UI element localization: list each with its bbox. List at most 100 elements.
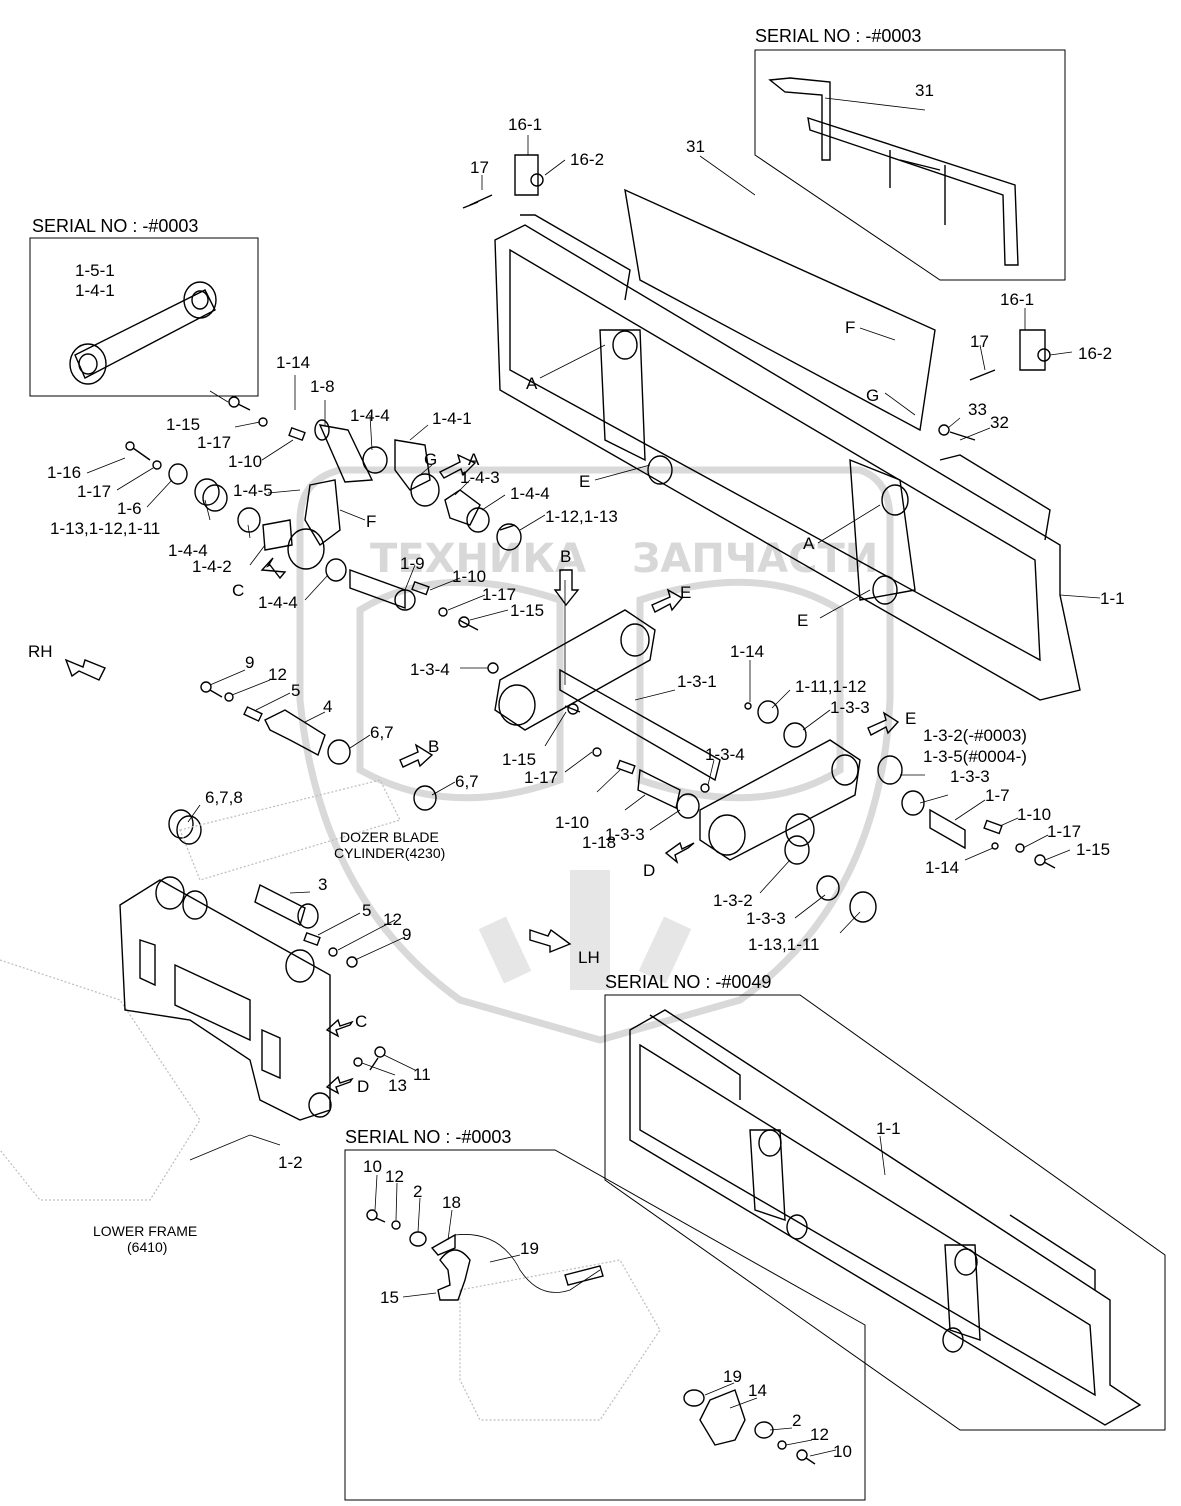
part-label: 15 bbox=[380, 1288, 399, 1307]
arrow-D-icon bbox=[664, 841, 695, 864]
part-label: 12 bbox=[810, 1425, 829, 1444]
part-label: 1-10 bbox=[452, 567, 486, 586]
part-label: E bbox=[680, 583, 691, 602]
part-label: 33 bbox=[968, 400, 987, 419]
arrow-E-icon bbox=[651, 588, 684, 613]
part-label: 2 bbox=[792, 1411, 801, 1430]
frame-caption-line1: LOWER FRAME bbox=[93, 1223, 197, 1239]
part-label: 1-4-4 bbox=[258, 593, 298, 612]
serial-box-title: SERIAL NO : -#0003 bbox=[755, 26, 921, 46]
part-label: 13 bbox=[388, 1076, 407, 1095]
part-label: 1-3-3 bbox=[605, 825, 645, 844]
part-label: 1-3-3 bbox=[950, 767, 990, 786]
part-label: 1-3-4 bbox=[705, 745, 745, 764]
part-label: 1-9 bbox=[400, 554, 425, 573]
lower-frame bbox=[0, 779, 661, 1421]
part-label: 1-10 bbox=[555, 813, 589, 832]
part-label: C bbox=[355, 1012, 367, 1031]
part-label: 1-17 bbox=[77, 482, 111, 501]
watermark-left: ТЕХНИКА bbox=[370, 536, 586, 582]
part-label: 1-18 bbox=[582, 833, 616, 852]
part-label: 19 bbox=[723, 1367, 742, 1386]
part-label: 1-1 bbox=[876, 1119, 901, 1138]
part-label: 1-10 bbox=[228, 452, 262, 471]
part-label: 16-1 bbox=[508, 115, 542, 134]
part-label: 16-1 bbox=[1000, 290, 1034, 309]
part-label: 17 bbox=[470, 158, 489, 177]
part-label: 1-15 bbox=[166, 415, 200, 434]
part-label: 12 bbox=[385, 1167, 404, 1186]
part-label: 1-3-2(-#0003) bbox=[923, 726, 1027, 745]
part-label: 17 bbox=[970, 332, 989, 351]
dozer-blade-main bbox=[494, 188, 1081, 701]
leader-lines bbox=[86, 97, 1101, 1457]
part-label: 1-3-5(#0004-) bbox=[923, 747, 1027, 766]
serial-box-title: SERIAL NO : -#0003 bbox=[32, 216, 198, 236]
arrow-A-icon bbox=[438, 453, 477, 479]
part-label: 1-17 bbox=[1047, 822, 1081, 841]
part-label: D bbox=[357, 1077, 369, 1096]
part-label: 3 bbox=[318, 875, 327, 894]
center-link-assembly bbox=[487, 609, 1056, 923]
part-label: 18 bbox=[442, 1193, 461, 1212]
part-label: F bbox=[845, 318, 855, 337]
part-label: A bbox=[468, 450, 480, 469]
part-label: 1-3-3 bbox=[746, 909, 786, 928]
part-label: 1-13,1-11 bbox=[748, 935, 820, 954]
part-label: 1-12,1-13 bbox=[545, 507, 618, 526]
part-label: 1-4-5 bbox=[233, 481, 273, 500]
part-label: 1-2 bbox=[278, 1153, 303, 1172]
part-label: B bbox=[428, 737, 439, 756]
part-label: 1-15 bbox=[510, 601, 544, 620]
part-label: A bbox=[526, 374, 538, 393]
part-label: 1-4-4 bbox=[168, 541, 208, 560]
part-label: 32 bbox=[990, 413, 1009, 432]
part-label: 9 bbox=[402, 925, 411, 944]
arrow-B2-icon bbox=[399, 743, 434, 768]
part-label: 31 bbox=[915, 81, 934, 100]
part-label: 12 bbox=[268, 665, 287, 684]
part-label: 6,7,8 bbox=[205, 788, 243, 807]
part-label: 1-17 bbox=[482, 585, 516, 604]
watermark-right: ЗАПЧАСТИ bbox=[632, 536, 878, 582]
arrow-E2-icon bbox=[867, 711, 900, 736]
arrow-C2-icon bbox=[325, 1018, 354, 1038]
part-label: 11 bbox=[413, 1065, 431, 1084]
part-label: 1-11,1-12 bbox=[795, 677, 867, 696]
part-label: 9 bbox=[245, 653, 254, 672]
serial-box-title: SERIAL NO : -#0003 bbox=[345, 1127, 511, 1147]
part-label: 1-3-1 bbox=[677, 672, 717, 691]
arrow-D2-icon bbox=[325, 1075, 354, 1095]
part-label: 1-4-4 bbox=[510, 484, 550, 503]
frame-caption-line2: (6410) bbox=[127, 1239, 167, 1255]
serial-box-bottom-middle: SERIAL NO : -#0003 bbox=[344, 1127, 866, 1501]
part-label: E bbox=[579, 472, 590, 491]
part-label: 1-10 bbox=[1017, 805, 1051, 824]
part-label: 1-15 bbox=[1076, 840, 1110, 859]
pin-assembly-left bbox=[168, 681, 437, 845]
part-label: 4 bbox=[323, 697, 332, 716]
serial-box-top-right: SERIAL NO : -#0003 bbox=[754, 26, 1066, 281]
part-label: E bbox=[797, 611, 808, 630]
part-label: 1-14 bbox=[276, 353, 310, 372]
part-label: G bbox=[866, 386, 879, 405]
part-label: E bbox=[905, 709, 916, 728]
part-label: G bbox=[424, 450, 437, 469]
part-label: 1-14 bbox=[730, 642, 764, 661]
part-label: 6,7 bbox=[455, 772, 479, 791]
arrow-RH-icon bbox=[64, 658, 106, 681]
part-label: 5 bbox=[291, 681, 300, 700]
part-label: 1-5-1 bbox=[75, 261, 115, 280]
part-label: 10 bbox=[833, 1442, 852, 1461]
lh-label: LH bbox=[578, 948, 600, 967]
part-label: 14 bbox=[748, 1381, 767, 1400]
part-label: 1-4-1 bbox=[432, 409, 472, 428]
part-label: 1-3-2 bbox=[713, 891, 753, 910]
part-label: 6,7 bbox=[370, 723, 394, 742]
part-label: 1-15 bbox=[502, 750, 536, 769]
part-label: 1-3-3 bbox=[830, 698, 870, 717]
part-label: 2 bbox=[413, 1182, 422, 1201]
cylinder-caption-line2: CYLINDER(4230) bbox=[334, 845, 445, 861]
part-label: F bbox=[366, 512, 376, 531]
